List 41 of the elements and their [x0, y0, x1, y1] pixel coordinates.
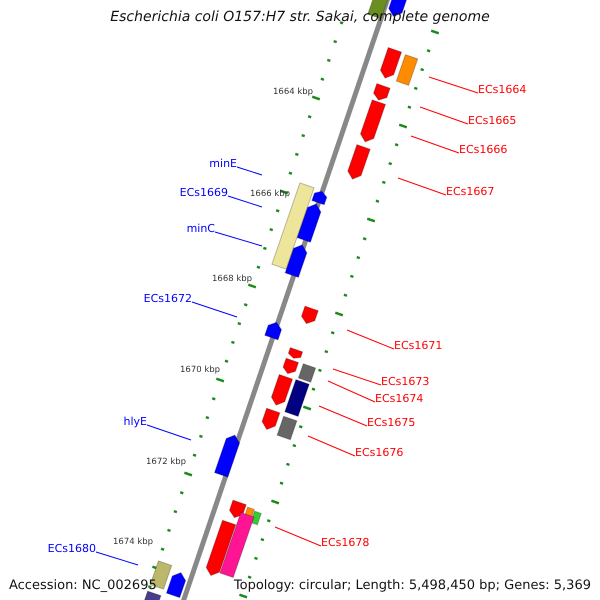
gene-label: ECs1666 — [459, 144, 508, 155]
leader-line — [346, 330, 394, 350]
gene-label: ECs1678 — [321, 537, 370, 548]
leader-line — [428, 76, 478, 94]
gene-label: ECs1671 — [394, 340, 442, 351]
gene-label: ECs1672 — [144, 293, 192, 304]
leader-line — [318, 406, 368, 426]
gene-label: ECs1669 — [180, 187, 228, 198]
genome-summary: Topology: circular; Length: 5,498,450 bp; Genes: 5,369 — [234, 579, 591, 592]
scale-label: 1670 kbp — [180, 366, 220, 374]
gene-label: ECs1674 — [375, 393, 424, 404]
leader-line — [146, 424, 192, 440]
scale-label: 1668 kbp — [212, 275, 252, 284]
gene-label: hlyE — [124, 416, 147, 427]
scale-label: 1674 kbp — [113, 538, 154, 546]
leader-line — [308, 436, 356, 456]
leader-line — [96, 552, 138, 566]
gene-label: ECs1680 — [48, 543, 96, 554]
leader-line — [398, 178, 446, 196]
scale-label: 1666 kbp — [250, 190, 290, 198]
gene-label: minC — [186, 223, 215, 234]
leader-line — [236, 166, 262, 176]
scale-label: 1664 kbp — [273, 88, 314, 96]
gene-label: ECs1673 — [381, 376, 430, 387]
leader-line — [214, 232, 262, 246]
leader-line — [410, 136, 460, 154]
gene-label: ECs1665 — [468, 115, 516, 126]
leader-line — [332, 368, 382, 386]
gene-label: ECs1664 — [478, 84, 526, 95]
accession-text: Accession: NC_002695 — [9, 579, 157, 592]
gene-label: ECs1675 — [367, 417, 416, 428]
gene-label: ECs1667 — [446, 186, 494, 197]
gene-label: minE — [209, 158, 237, 169]
gene-label: ECs1676 — [355, 447, 404, 458]
leader-line — [192, 302, 238, 318]
scale-label: 1672 kbp — [146, 458, 186, 466]
title: Escherichia coli O157:H7 str. Sakai, complete genome — [109, 10, 491, 24]
leader-line — [328, 380, 376, 402]
leader-line — [420, 106, 468, 124]
leader-line — [274, 526, 322, 546]
leader-line — [228, 196, 262, 208]
